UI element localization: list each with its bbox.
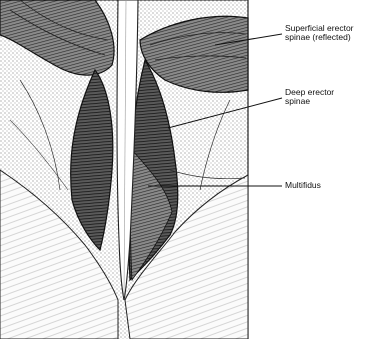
label-superficial-erector-spinae: Superficial erector spinae (reflected) <box>285 24 354 42</box>
label-multifidus: Multifidus <box>285 181 321 190</box>
label-deep-erector-spinae: Deep erector spinae <box>285 88 334 106</box>
